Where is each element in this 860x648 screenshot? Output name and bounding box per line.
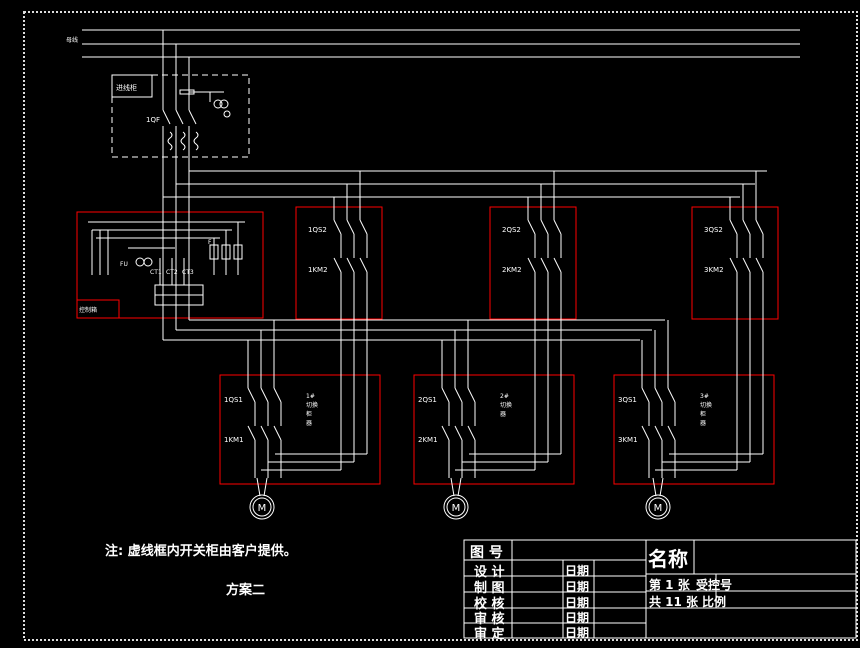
scheme-label: 方案二 [226, 583, 266, 598]
control-label-ct1: CT1 [150, 269, 162, 276]
control-box-frame [76, 211, 264, 319]
title-row-review: 审 核 [474, 612, 505, 627]
lower-unit-note: 3# [700, 393, 709, 400]
title-total: 共 11 张 [649, 595, 699, 609]
title-row-draw: 制 图 [474, 581, 505, 596]
upper-unit-frame [691, 206, 779, 320]
title-name: 名称 [648, 547, 688, 571]
lower-km-label: 2KM1 [418, 436, 438, 444]
title-sheet-value: 受控号 [696, 578, 733, 592]
lower-unit-frame [613, 374, 775, 485]
lower-qs-label: 3QS1 [618, 396, 637, 404]
bus-label: 母线 [66, 36, 78, 44]
title-date-1: 日期 [565, 564, 590, 578]
sheet-border [23, 11, 858, 641]
lower-unit-note: 1# [306, 393, 315, 400]
lower-unit-note: 柜 [306, 410, 312, 418]
lower-unit-frame [413, 374, 575, 485]
upper-km-label: 1KM2 [308, 266, 328, 274]
lower-qs-label: 2QS1 [418, 396, 437, 404]
lower-km-label: 3KM1 [618, 436, 638, 444]
control-label-f: F [208, 239, 212, 246]
motor-label: M [654, 503, 663, 514]
motor-label: M [258, 503, 267, 514]
lower-km-label: 1KM1 [224, 436, 244, 444]
lower-qs-label: 1QS1 [224, 396, 243, 404]
lower-unit-note: 器 [700, 420, 706, 427]
incoming-cabinet-label: 进线柜 [116, 83, 137, 92]
upper-unit: 2QS2 2KM2 [489, 171, 577, 350]
lower-unit-note: 柜 [700, 410, 706, 418]
distribution-upper [163, 170, 767, 198]
lower-unit: 2QS1 2KM1 2#切换器 M [413, 320, 575, 520]
title-drawing-no: 图 号 [470, 545, 503, 561]
upper-unit: 3QS2 3KM2 [691, 171, 779, 350]
title-date-4: 日期 [565, 611, 590, 625]
control-box-wiring [88, 221, 245, 306]
incoming-breaker-symbol [162, 30, 231, 200]
title-date-3: 日期 [565, 596, 590, 610]
title-row-approve: 审 定 [474, 627, 505, 642]
control-label-fu: FU [120, 261, 128, 268]
title-block-frame [463, 539, 857, 639]
motor-symbol [645, 494, 671, 520]
lower-unit-note: 切换 [500, 401, 512, 409]
title-date-5: 日期 [565, 626, 590, 640]
lower-unit-note: 器 [500, 411, 506, 418]
note-text: 注: 虚线框内开关柜由客户提供。 [105, 544, 297, 559]
upper-unit: 1QS2 1KM2 [295, 171, 383, 350]
lower-unit-frame [219, 374, 381, 485]
motor-label: M [452, 503, 461, 514]
lower-unit-note: 切换 [700, 401, 712, 409]
upper-unit-frame [295, 206, 383, 320]
incoming-label-box [111, 74, 153, 98]
title-scale: 比例 [702, 595, 727, 609]
control-box-label-box [76, 299, 120, 319]
motor-symbol [443, 494, 469, 520]
upper-unit-frame [489, 206, 577, 320]
bus-bars [82, 29, 800, 58]
motor-symbol [249, 494, 275, 520]
title-row-check: 校 核 [474, 597, 505, 612]
lower-unit-note: 2# [500, 393, 509, 400]
title-sheet: 第 1 张 [649, 578, 690, 592]
upper-qs-label: 3QS2 [704, 226, 723, 234]
upper-km-label: 2KM2 [502, 266, 522, 274]
upper-qs-label: 1QS2 [308, 226, 327, 234]
control-box-label: 控制箱 [79, 306, 97, 314]
title-row-design: 设 计 [474, 565, 505, 580]
upper-qs-label: 2QS2 [502, 226, 521, 234]
control-label-ct3: CT3 [182, 269, 194, 276]
lower-unit-note: 切换 [306, 401, 318, 409]
control-label-ct2: CT2 [166, 269, 178, 276]
lower-unit-note: 器 [306, 420, 312, 427]
title-date-2: 日期 [565, 580, 590, 594]
breaker-label: 1QF [146, 116, 160, 124]
upper-km-label: 3KM2 [704, 266, 724, 274]
